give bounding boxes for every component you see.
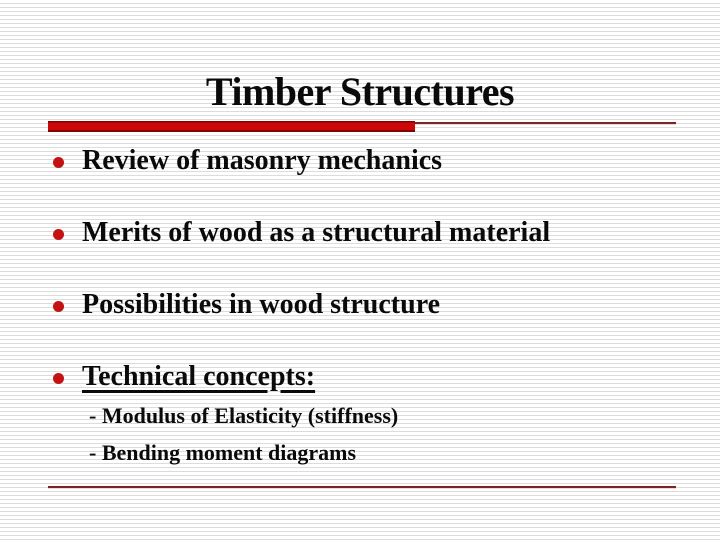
slide-title: Timber Structures [205, 69, 515, 114]
bullet-item: Merits of wood as a structural material [53, 217, 550, 249]
bullet-icon [53, 156, 64, 168]
bullet-label: Possibilities in wood structure [82, 289, 441, 320]
bullet-label: Review of masonry mechanics [82, 145, 443, 176]
bullet-icon [53, 372, 64, 384]
bullet-label: Merits of wood as a structural material [82, 217, 551, 248]
bullet-icon [53, 228, 64, 240]
footer-divider-line [48, 486, 676, 488]
bullet-item: Possibilities in wood structure [53, 289, 440, 321]
bullet-label: Technical concepts: [82, 361, 316, 392]
sub-bullet-label: - Modulus of Elasticity (stiffness) [89, 403, 399, 428]
bullet-icon [53, 300, 64, 312]
bullet-item: Review of masonry mechanics [53, 145, 442, 177]
sub-bullet-label: - Bending moment diagrams [89, 440, 357, 465]
bullet-item: Technical concepts: [53, 361, 315, 393]
title-accent-bar [48, 121, 415, 132]
